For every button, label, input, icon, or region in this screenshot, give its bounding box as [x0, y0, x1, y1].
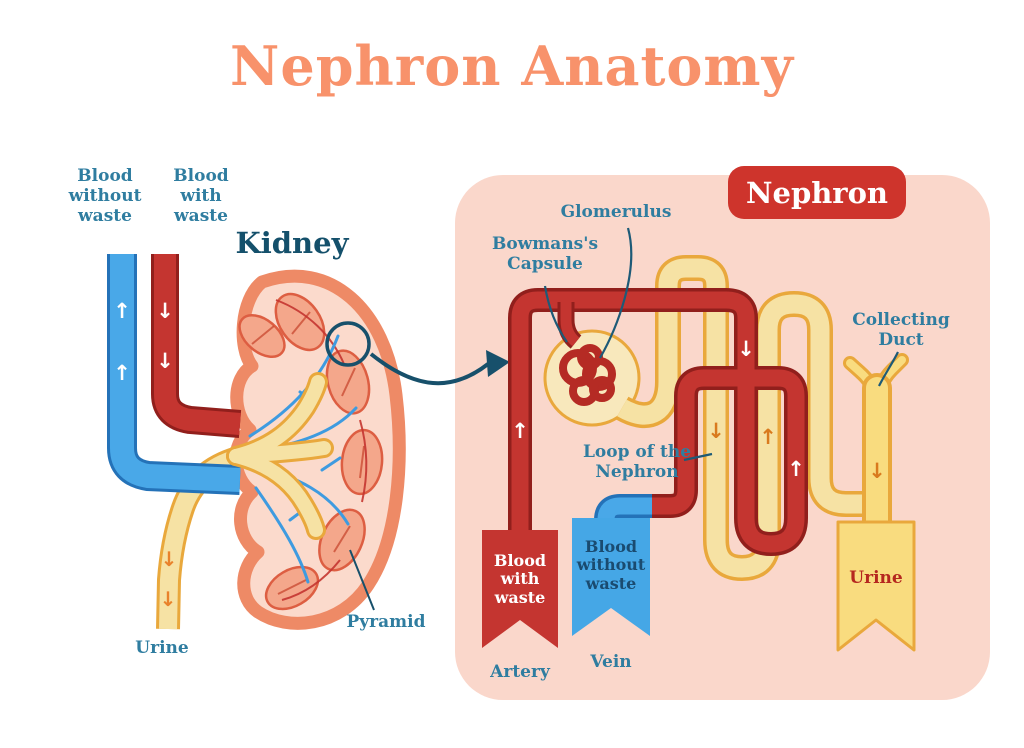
- artery-flow-arrow-icon: ↓: [156, 349, 174, 373]
- nephron-artery-tube: [508, 288, 808, 556]
- loop-pointer-line: [683, 452, 713, 462]
- urine-flow-arrow-icon: ↓: [161, 547, 178, 571]
- page-title: Nephron Anatomy: [230, 34, 794, 98]
- urine-flow-arrow-icon: ↓: [160, 587, 177, 611]
- vein-banner-shape: [572, 518, 650, 636]
- collecting-duct-pointer-line: [878, 351, 899, 387]
- renal-vein-tube: ↑ ↑: [107, 254, 241, 495]
- nephron-flow-arrows: ↑ ↓ ↑ ↓ ↑ ↓: [511, 337, 886, 483]
- vein-flow-arrow-icon: ↑: [113, 361, 131, 385]
- label-connectors: [543, 227, 899, 462]
- flow-arrow-up-icon: ↑: [787, 457, 805, 481]
- vein-banner-text: Blood without waste: [576, 537, 646, 593]
- bowmans-capsule-label: Bowmans's Capsule: [491, 234, 599, 275]
- zoom-arrowhead-icon: [486, 350, 510, 377]
- collecting-duct-shape: [843, 353, 909, 561]
- blood-with-waste-label: Blood with waste: [173, 166, 229, 227]
- blood-without-waste-label: Blood without waste: [68, 166, 142, 227]
- bowmans-pointer-line: [543, 285, 568, 343]
- zoom-arrow: [369, 350, 510, 386]
- flow-arrow-up-icon: ↑: [759, 425, 777, 449]
- pyramid-pointer-line: [349, 549, 375, 611]
- flow-arrow-down-icon: ↓: [868, 459, 886, 483]
- kidney-artery-branches: [275, 299, 368, 601]
- pyramid-label: Pyramid: [346, 612, 426, 632]
- vein-caption: Vein: [590, 652, 632, 672]
- pyramid-stripes: [251, 311, 365, 595]
- artery-caption: Artery: [490, 662, 550, 682]
- artery-flow-arrow-icon: ↓: [156, 299, 174, 323]
- artery-banner-text: Blood with waste: [493, 551, 547, 607]
- flow-arrow-down-icon: ↓: [707, 419, 725, 443]
- magnifier-circle: [325, 321, 371, 367]
- flow-arrow-up-icon: ↑: [511, 419, 529, 443]
- vein-flow-arrow-icon: ↑: [113, 299, 131, 323]
- renal-artery-tube: ↓ ↓: [151, 254, 242, 438]
- glomerulus-pointer-line: [599, 227, 633, 359]
- kidney-heading: Kidney: [235, 226, 349, 260]
- collecting-duct-label: Collecting Duct: [852, 310, 950, 351]
- urine-banner-shape: [836, 520, 916, 652]
- renal-pelvis: [226, 372, 334, 540]
- nephron-badge: [728, 166, 906, 219]
- loop-of-nephron-label: Loop of the Nephron: [582, 442, 692, 483]
- urine-banner-text: Urine: [849, 568, 903, 588]
- tubule-tube: [615, 255, 874, 581]
- glomerulus-label: Glomerulus: [560, 202, 672, 222]
- urine-label: Urine: [135, 638, 189, 658]
- flow-arrow-down-icon: ↓: [737, 337, 755, 361]
- artery-banner-shape: [482, 530, 558, 648]
- glomerulus-shape: [559, 344, 616, 406]
- nephron-badge-label: Nephron: [745, 176, 889, 210]
